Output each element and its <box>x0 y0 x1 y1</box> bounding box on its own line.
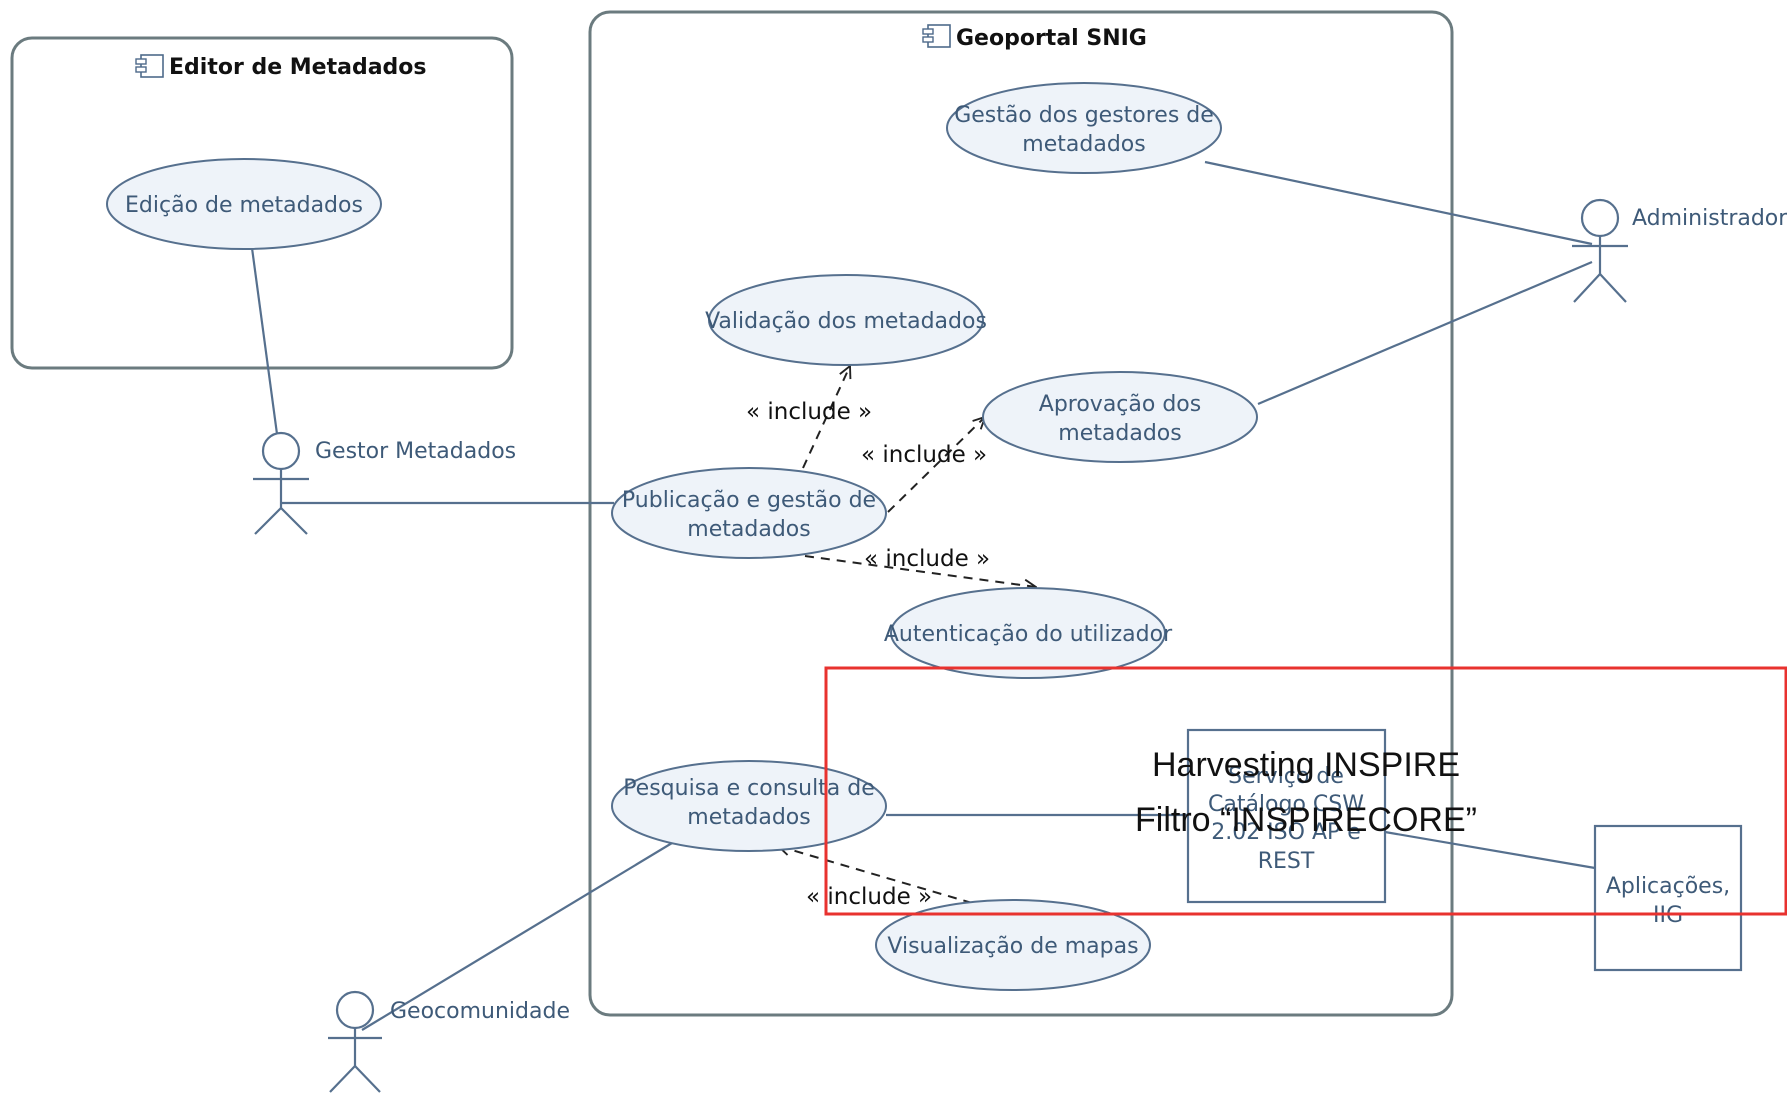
component-icon <box>135 54 164 78</box>
use-case-label: Edição de metadados <box>125 193 363 218</box>
include-relations <box>778 366 1036 904</box>
box-servico-catalogo-csw[interactable]: Serviço de Catálogo CSW 2.02 ISO AP e RE… <box>1186 728 1387 904</box>
use-case-label: Gestão dos gestores de <box>954 103 1214 128</box>
association-aprovacao-administrador <box>1257 260 1593 406</box>
box-label: Aplicações, <box>1606 874 1730 899</box>
use-case-autenticacao-do-utilizador[interactable]: Autenticação do utilizador <box>884 587 1173 679</box>
use-case-label: Aprovação dos <box>1039 392 1201 417</box>
system-title-geoportal: Geoportal SNIG <box>956 26 1147 51</box>
component-icon <box>922 24 951 48</box>
use-case-label: Visualização de mapas <box>887 934 1138 959</box>
actor-geocomunidade[interactable]: Geocomunidade <box>328 990 570 1093</box>
associations <box>250 160 1596 1031</box>
association-gestao-administrador <box>1204 160 1593 246</box>
use-case-publicacao-e-gestao[interactable]: Publicação e gestão de metadados <box>611 467 887 559</box>
use-case-label: Publicação e gestão de <box>622 488 876 513</box>
include-arrow-validacao <box>802 366 850 469</box>
use-case-label: metadados <box>687 805 810 830</box>
use-case-label: metadados <box>1058 421 1181 446</box>
actor-label: Gestor Metadados <box>315 439 516 464</box>
use-cases: Edição de metadados Gestão dos gestores … <box>106 82 1258 991</box>
highlight-overlay: Harvesting INSPIRE Filtro “INSPIRECORE” <box>824 666 1787 916</box>
actor-label: Geocomunidade <box>390 999 570 1024</box>
use-case-edicao-de-metadados[interactable]: Edição de metadados <box>106 158 382 250</box>
use-case-label: Autenticação do utilizador <box>884 622 1173 647</box>
include-arrow-aprovacao <box>887 417 985 513</box>
use-case-gestao-dos-gestores[interactable]: Gestão dos gestores de metadados <box>946 82 1222 174</box>
use-case-validacao-dos-metadados[interactable]: Validação dos metadados <box>705 274 987 366</box>
box-aplicacoes-iig[interactable]: Aplicações, IIG <box>1593 824 1743 972</box>
actor-label: Administrador <box>1632 206 1787 231</box>
association-csw-aplicacoes <box>1384 830 1596 870</box>
use-case-label: Pesquisa e consulta de <box>623 776 875 801</box>
association-edicao-gestor <box>250 247 279 435</box>
use-case-pesquisa-e-consulta[interactable]: Pesquisa e consulta de metadados <box>611 760 887 852</box>
actor-administrador[interactable]: Administrador <box>1572 198 1787 303</box>
highlight-box <box>824 666 1787 916</box>
overlay-line-2: Filtro “INSPIRECORE” <box>1135 801 1477 839</box>
use-case-label: metadados <box>687 517 810 542</box>
use-case-visualizacao-de-mapas[interactable]: Visualização de mapas <box>875 899 1151 991</box>
box-label: Serviço de <box>1228 764 1344 789</box>
overlay-line-1: Harvesting INSPIRE <box>1152 746 1460 784</box>
box-label: REST <box>1258 849 1315 874</box>
include-label: « include » <box>864 546 990 572</box>
include-arrow-autenticacao <box>804 555 1036 587</box>
include-label: « include » <box>861 442 987 468</box>
use-case-aprovacao-dos-metadados[interactable]: Aprovação dos metadados <box>982 371 1258 463</box>
box-label: 2.02 ISO AP e <box>1211 820 1361 845</box>
system-title-editor: Editor de Metadados <box>169 55 427 80</box>
include-label: « include » <box>746 399 872 425</box>
use-case-label: metadados <box>1022 132 1145 157</box>
association-pesquisa-geocomunidade <box>361 839 678 1031</box>
box-label: Catálogo CSW <box>1208 792 1364 817</box>
include-arrow-pesquisa <box>778 846 973 904</box>
actor-gestor-metadados[interactable]: Gestor Metadados <box>253 431 516 535</box>
use-case-label: Validação dos metadados <box>705 309 987 334</box>
